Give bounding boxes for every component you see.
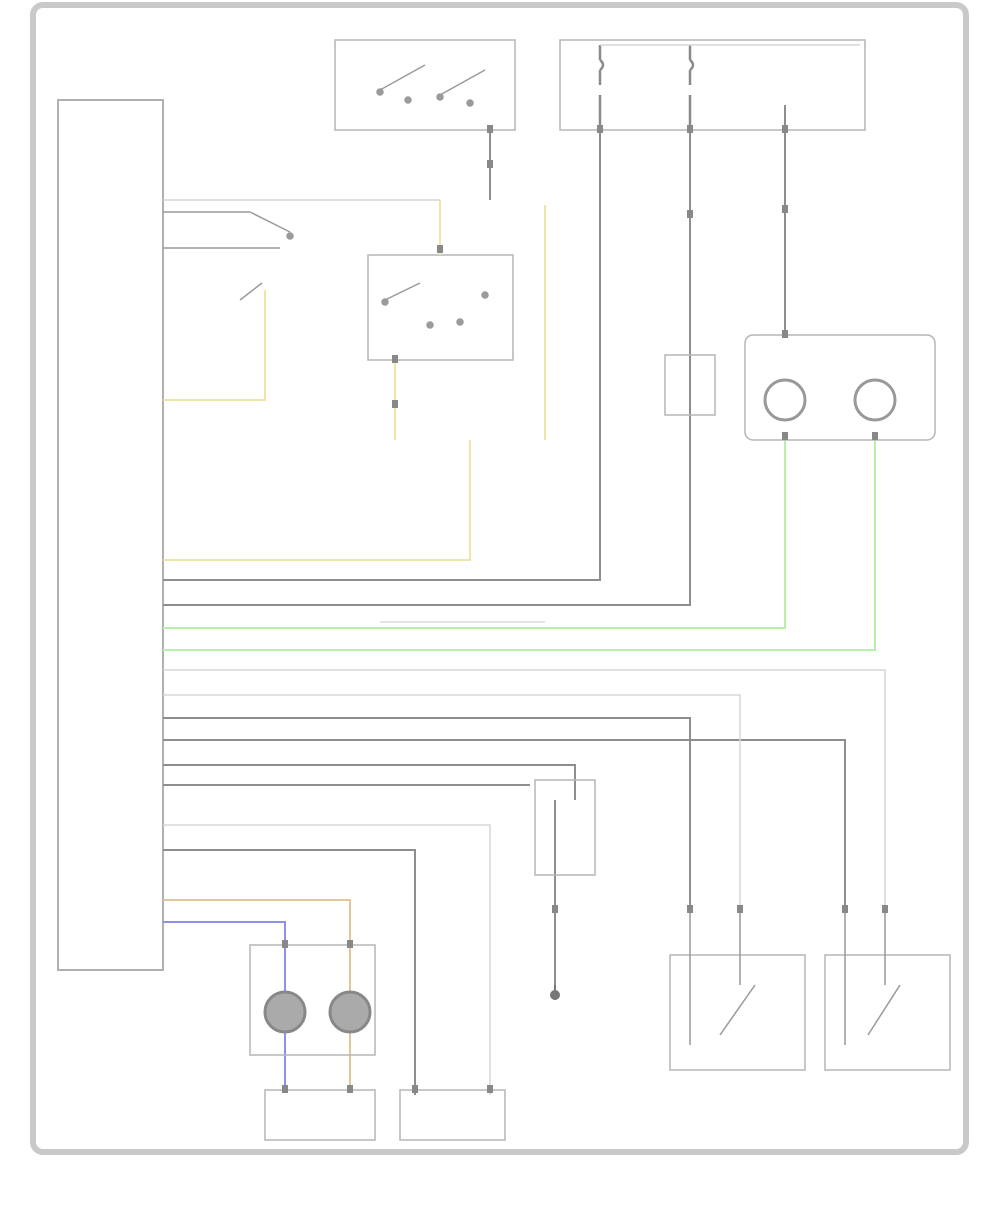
center-bottom-module bbox=[399, 1089, 506, 1141]
ignition-switch-box bbox=[334, 39, 516, 131]
wire-light bbox=[163, 824, 491, 1095]
upper-sensors bbox=[763, 378, 897, 422]
connector-terminals bbox=[282, 125, 888, 1093]
sensor-left bbox=[763, 378, 807, 422]
wire-dark bbox=[163, 849, 416, 1095]
wire-blue bbox=[163, 921, 286, 1090]
wire-light bbox=[163, 669, 886, 910]
ground-icon bbox=[550, 985, 560, 1000]
relay-box bbox=[367, 254, 514, 361]
wire-light bbox=[163, 694, 741, 910]
left-door-switch-box bbox=[669, 954, 806, 1071]
pedal-switch-box bbox=[534, 779, 596, 876]
ignition-switch-contacts bbox=[376, 64, 486, 107]
inline-component-box bbox=[664, 354, 716, 416]
wire-yellow bbox=[163, 440, 471, 561]
sensor-box-lower bbox=[249, 944, 376, 1056]
wire-dark bbox=[163, 764, 576, 800]
sensor-right bbox=[853, 378, 897, 422]
fuses bbox=[598, 45, 695, 125]
wire-green bbox=[163, 440, 876, 651]
sensor-a bbox=[263, 990, 307, 1034]
speed-switch bbox=[239, 282, 263, 301]
sensor-box-upper bbox=[744, 334, 936, 441]
sensor-b bbox=[328, 990, 372, 1034]
wire-dark bbox=[163, 739, 846, 910]
page-frame bbox=[30, 2, 969, 1155]
wire-dark bbox=[163, 130, 601, 581]
clutch-switch bbox=[163, 211, 294, 249]
right-door-switch-box bbox=[824, 954, 951, 1071]
left-bottom-module bbox=[264, 1089, 376, 1141]
junction-box bbox=[559, 39, 866, 131]
wire-tan bbox=[163, 899, 351, 1090]
door-switch-contacts bbox=[689, 910, 901, 1045]
wire-dark bbox=[163, 130, 691, 606]
wire-dark bbox=[163, 717, 691, 910]
relay-contacts bbox=[381, 282, 489, 329]
wire-yellow bbox=[163, 290, 266, 401]
wire-green bbox=[163, 440, 786, 629]
control-module-box bbox=[57, 99, 164, 971]
